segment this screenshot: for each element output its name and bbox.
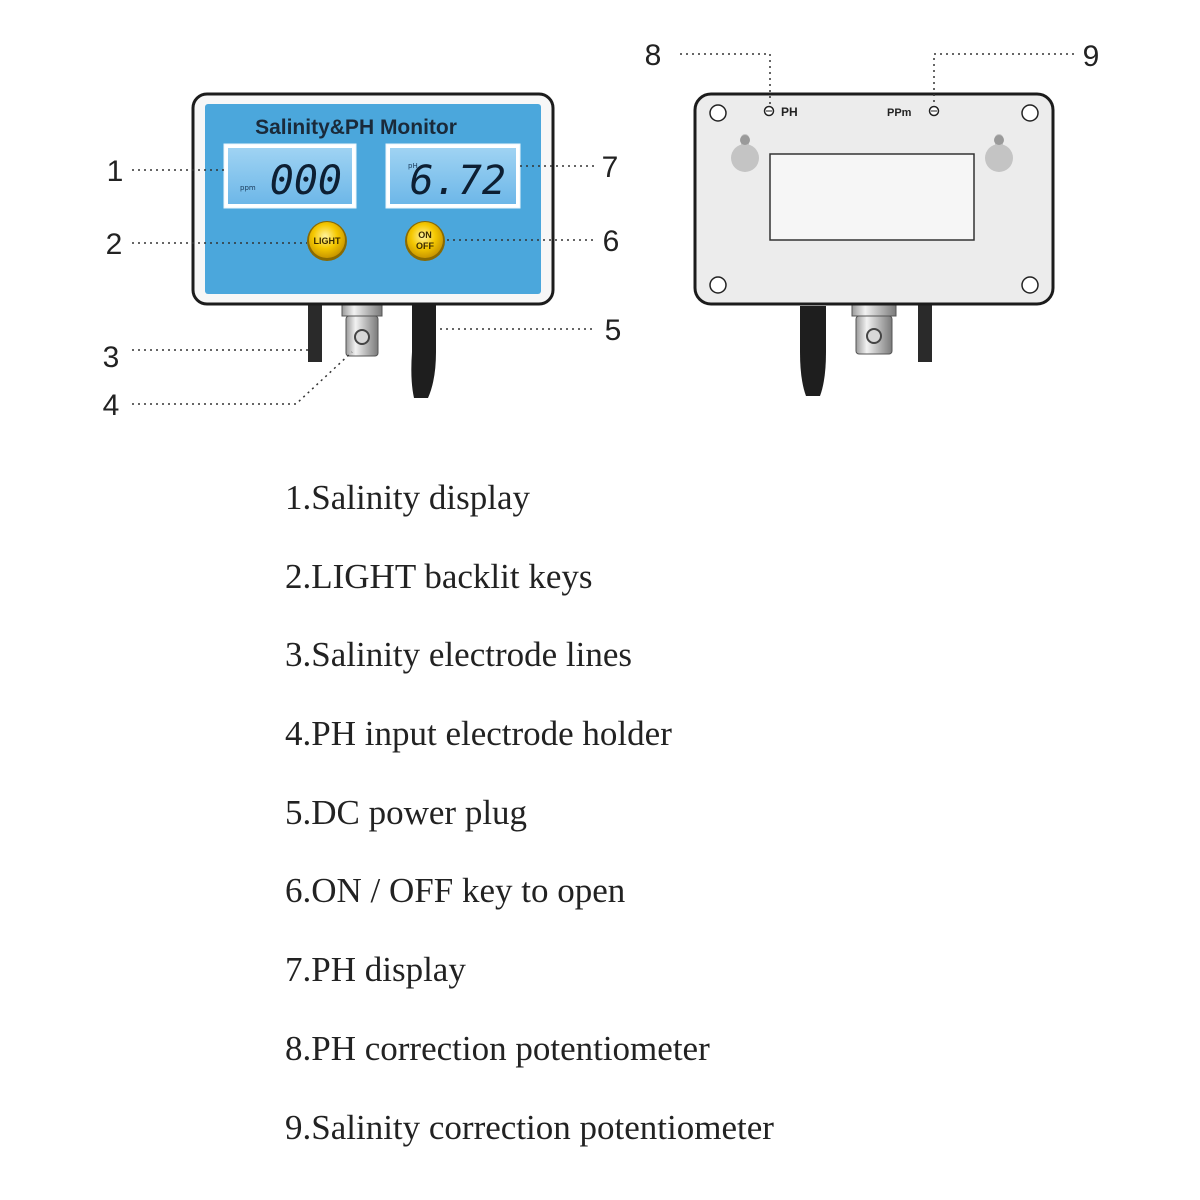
screw-hole-icon bbox=[709, 104, 727, 122]
legend-item: 1.Salinity display bbox=[285, 478, 530, 517]
callout-number-2: 2 bbox=[106, 228, 123, 261]
back-device: PH PPm bbox=[693, 92, 1055, 396]
screw-hole-icon bbox=[1021, 104, 1039, 122]
callout-number-7: 7 bbox=[602, 151, 619, 184]
ppm-pot-label: PPm bbox=[887, 107, 912, 119]
back-label-area bbox=[769, 153, 975, 241]
ph-electrode-holder bbox=[341, 299, 383, 357]
light-button-label: LIGHT bbox=[314, 236, 341, 246]
front-device: Salinity&PH Monitor ppm 000 pH 6.72 LIGH… bbox=[191, 92, 555, 398]
callout-line-8 bbox=[680, 53, 771, 104]
back-salinity-cable bbox=[918, 302, 932, 362]
ph-unit: pH bbox=[408, 162, 418, 170]
salinity-display: ppm 000 bbox=[223, 143, 357, 209]
front-callouts bbox=[132, 165, 596, 405]
device-diagram: Salinity&PH Monitor ppm 000 pH 6.72 LIGH… bbox=[103, 39, 1100, 422]
power-button[interactable]: ON OFF bbox=[405, 221, 445, 261]
back-dc-cable bbox=[800, 306, 826, 396]
legend-item: 7.PH display bbox=[285, 950, 466, 990]
power-button-on: ON bbox=[418, 230, 432, 240]
callout-number-5: 5 bbox=[605, 314, 622, 347]
light-button[interactable]: LIGHT bbox=[307, 221, 347, 261]
callout-number-6: 6 bbox=[603, 225, 620, 258]
keyhole-mount-icon bbox=[985, 134, 1013, 172]
power-button-off: OFF bbox=[416, 241, 434, 251]
callout-line-4 bbox=[132, 351, 353, 405]
salinity-unit: ppm bbox=[240, 184, 256, 192]
callout-number-9: 9 bbox=[1083, 40, 1100, 73]
legend-item: 6.ON / OFF key to open bbox=[285, 871, 626, 911]
legend-item: 4.PH input electrode holder bbox=[285, 714, 672, 754]
callout-number-3: 3 bbox=[103, 341, 120, 374]
ph-pot-label: PH bbox=[781, 105, 798, 119]
legend-item: 8.PH correction potentiometer bbox=[285, 1028, 710, 1068]
legend-item: 3.Salinity electrode lines bbox=[285, 635, 632, 675]
keyhole-mount-icon bbox=[731, 134, 759, 172]
ph-display: pH 6.72 bbox=[385, 143, 521, 209]
ph-potentiometer[interactable]: PH bbox=[763, 105, 798, 119]
ph-value: 6.72 bbox=[410, 158, 506, 204]
back-callout-numbers: 8 9 bbox=[645, 39, 1100, 73]
legend-item: 9.Salinity correction potentiometer bbox=[285, 1107, 774, 1147]
front-callout-numbers: 1 2 3 4 5 6 7 bbox=[103, 151, 622, 422]
screw-hole-icon bbox=[709, 276, 727, 294]
legend-item: 5.DC power plug bbox=[285, 792, 528, 832]
dc-power-cable bbox=[411, 300, 436, 398]
callout-line-9 bbox=[933, 53, 1074, 104]
ppm-potentiometer[interactable]: PPm bbox=[887, 105, 940, 120]
salinity-electrode-cable bbox=[308, 300, 322, 362]
device-title: Salinity&PH Monitor bbox=[255, 116, 457, 139]
salinity-value: 000 bbox=[270, 158, 342, 204]
legend-item: 2.LIGHT backlit keys bbox=[285, 556, 593, 596]
callout-number-4: 4 bbox=[103, 389, 120, 422]
back-electrode-holder bbox=[851, 299, 897, 355]
callout-number-1: 1 bbox=[107, 155, 124, 188]
callout-number-8: 8 bbox=[645, 39, 662, 72]
parts-legend: 1.Salinity display 2.LIGHT backlit keys … bbox=[285, 472, 774, 1180]
screw-hole-icon bbox=[1021, 276, 1039, 294]
back-callouts bbox=[680, 53, 1074, 104]
